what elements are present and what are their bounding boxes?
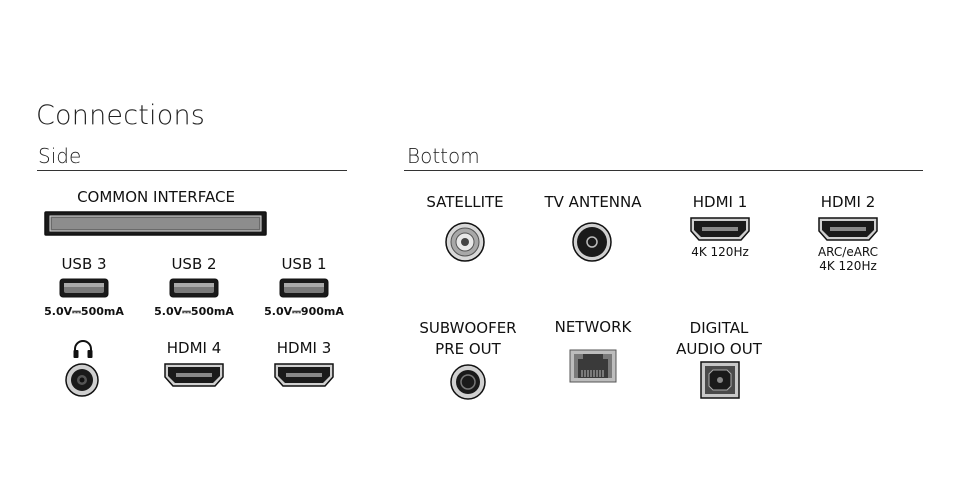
headphones-icon bbox=[73, 340, 93, 358]
usb-label: USB 2 bbox=[171, 255, 217, 273]
usb-port-3: USB 3 5.0V⎓500mA bbox=[40, 255, 128, 319]
hdmi1-spec: 4K 120Hz bbox=[691, 245, 749, 259]
subwoofer-label: SUBWOOFER PRE OUT bbox=[405, 318, 531, 360]
usb-spec: 5.0V⎓500mA bbox=[154, 305, 234, 318]
page-title: Connections bbox=[36, 100, 206, 131]
ethernet-port-icon bbox=[569, 349, 617, 383]
usb-spec: 5.0V⎓500mA bbox=[44, 305, 124, 318]
hdmi2-label: HDMI 2 bbox=[820, 193, 876, 211]
hdmi-port-icon bbox=[274, 363, 334, 387]
common-interface-slot-icon bbox=[44, 211, 267, 236]
hdmi-port-icon bbox=[818, 217, 878, 241]
bottom-divider bbox=[404, 170, 923, 171]
hdmi2-res-spec: 4K 120Hz bbox=[819, 259, 877, 273]
tv-antenna-label: TV ANTENNA bbox=[544, 193, 642, 211]
side-heading: Side bbox=[38, 144, 82, 168]
usb-port-2: USB 2 5.0V⎓500mA bbox=[150, 255, 238, 319]
usb-port-icon bbox=[59, 278, 109, 298]
digital-audio-label-line1: DIGITAL bbox=[689, 319, 749, 337]
bottom-heading: Bottom bbox=[407, 144, 480, 168]
usb-label: USB 1 bbox=[281, 255, 327, 273]
hdmi-port-icon bbox=[690, 217, 750, 241]
hdmi3-label: HDMI 3 bbox=[276, 339, 332, 357]
hdmi2-arc-spec: ARC/eARC bbox=[817, 245, 879, 259]
hdmi4-label: HDMI 4 bbox=[166, 339, 222, 357]
subwoofer-label-line2: PRE OUT bbox=[435, 340, 501, 358]
usb-port-icon bbox=[169, 278, 219, 298]
satellite-connector-icon bbox=[445, 222, 485, 262]
common-interface-label: COMMON INTERFACE bbox=[77, 188, 235, 206]
usb-port-1: USB 1 5.0V⎓900mA bbox=[260, 255, 348, 319]
side-divider bbox=[37, 170, 347, 171]
usb-spec: 5.0V⎓900mA bbox=[264, 305, 344, 318]
network-label: NETWORK bbox=[554, 318, 632, 336]
hdmi-port-icon bbox=[164, 363, 224, 387]
digital-audio-label-line2: AUDIO OUT bbox=[676, 340, 762, 358]
digital-audio-label: DIGITAL AUDIO OUT bbox=[664, 318, 774, 360]
subwoofer-label-line1: SUBWOOFER bbox=[419, 319, 517, 337]
usb-label: USB 3 bbox=[61, 255, 107, 273]
tv-antenna-connector-icon bbox=[572, 222, 612, 262]
headphone-jack-icon bbox=[65, 363, 99, 397]
usb-port-icon bbox=[279, 278, 329, 298]
hdmi1-label: HDMI 1 bbox=[692, 193, 748, 211]
satellite-label: SATELLITE bbox=[426, 193, 504, 211]
optical-port-icon bbox=[700, 361, 740, 399]
subwoofer-jack-icon bbox=[450, 364, 486, 400]
